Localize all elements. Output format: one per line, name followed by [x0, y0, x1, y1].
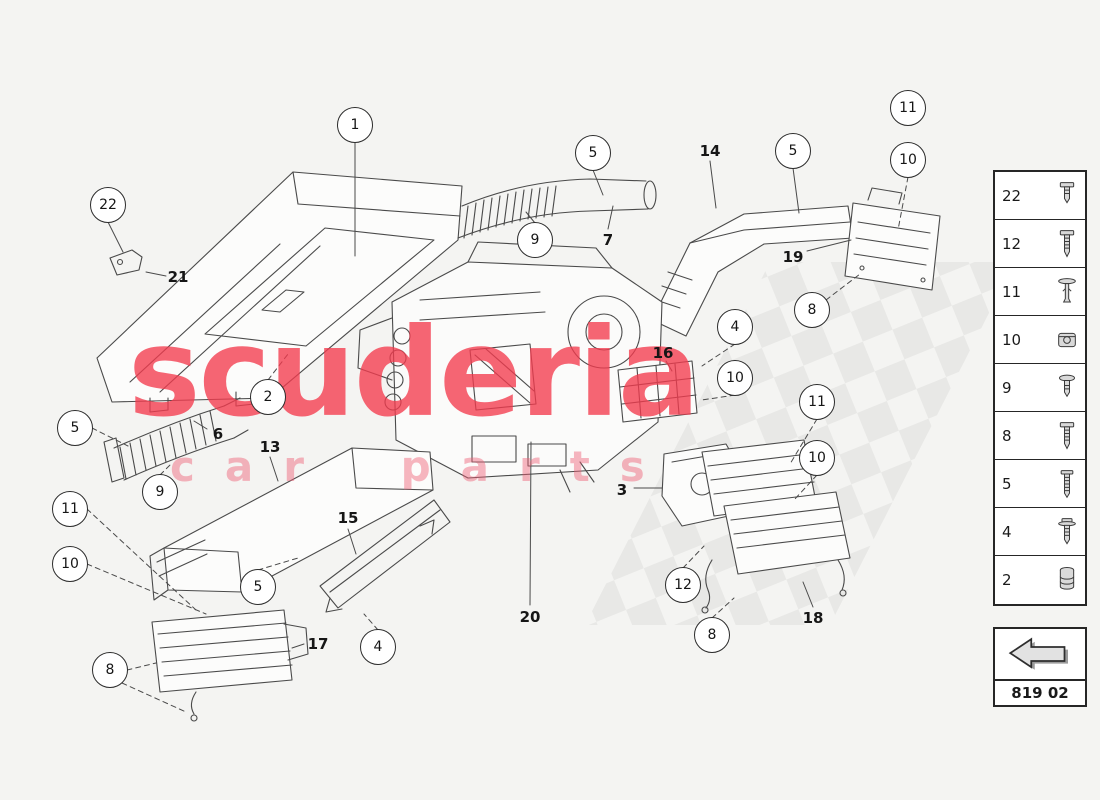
part-duct-14: [651, 205, 854, 337]
callout-7[interactable]: 7: [602, 231, 614, 249]
callout-16[interactable]: 16: [652, 344, 674, 362]
callout-19[interactable]: 19: [782, 248, 804, 266]
callout-6[interactable]: 6: [212, 425, 224, 443]
legend-row-12[interactable]: 12: [995, 220, 1085, 268]
part-vent-assembly-19: [844, 187, 941, 291]
fasteners-legend: 22 12 11 10 9: [993, 170, 1087, 606]
part-bracket-21: [109, 249, 143, 276]
callout-14[interactable]: 14: [699, 142, 721, 160]
legend-row-9[interactable]: 9: [995, 364, 1085, 412]
screw-icon: [1056, 229, 1078, 259]
callout-2[interactable]: 2: [250, 379, 286, 415]
callout-5[interactable]: 5: [240, 569, 276, 605]
part-hose-duct-9-7: [457, 178, 657, 239]
legend-number: 9: [1002, 378, 1012, 397]
legend-number: 12: [1002, 234, 1022, 253]
grommet-icon: [1056, 565, 1078, 595]
callout-10[interactable]: 10: [717, 360, 753, 396]
legend-number: 5: [1002, 474, 1012, 493]
part-dash-panel-1: [96, 171, 463, 413]
callout-10[interactable]: 10: [890, 142, 926, 178]
legend-number: 2: [1002, 571, 1012, 589]
callout-21[interactable]: 21: [167, 268, 189, 286]
part-vent-17: [151, 609, 309, 722]
callout-9[interactable]: 9: [517, 222, 553, 258]
callout-5[interactable]: 5: [575, 135, 611, 171]
part-hose-6: [103, 397, 249, 483]
legend-number: 10: [1002, 330, 1022, 349]
callout-12[interactable]: 12: [665, 567, 701, 603]
push-rivet-icon: [1056, 277, 1078, 307]
back-arrow-icon: [995, 629, 1085, 679]
legend-row-5[interactable]: 5: [995, 460, 1085, 508]
callout-1[interactable]: 1: [337, 107, 373, 143]
leader-lines-dashed: [86, 176, 909, 713]
legend-number: 4: [1002, 522, 1012, 541]
callout-10[interactable]: 10: [799, 440, 835, 476]
screw-washer-icon: [1056, 517, 1078, 547]
legend-row-11[interactable]: 11: [995, 268, 1085, 316]
callout-11[interactable]: 11: [52, 491, 88, 527]
clip-nut-icon: [1056, 325, 1078, 355]
callout-5[interactable]: 5: [57, 410, 93, 446]
callout-15[interactable]: 15: [337, 509, 359, 527]
diagram-code: 819 02: [995, 679, 1085, 705]
callout-20[interactable]: 20: [519, 608, 541, 626]
callout-11[interactable]: 11: [890, 90, 926, 126]
screw-icon: [1056, 469, 1078, 499]
callout-3[interactable]: 3: [616, 481, 628, 499]
callout-18[interactable]: 18: [802, 609, 824, 627]
part-duct-13: [149, 447, 434, 601]
callout-11[interactable]: 11: [799, 384, 835, 420]
legend-number: 11: [1002, 282, 1022, 301]
legend-row-10[interactable]: 10: [995, 316, 1085, 364]
callout-10[interactable]: 10: [52, 546, 88, 582]
callout-13[interactable]: 13: [259, 438, 281, 456]
legend-row-22[interactable]: 22: [995, 172, 1085, 220]
legend-row-4[interactable]: 4: [995, 508, 1085, 556]
screw-short-icon: [1056, 181, 1078, 211]
callout-17[interactable]: 17: [307, 635, 329, 653]
diagram-nav-box[interactable]: 819 02: [993, 627, 1087, 707]
callout-8[interactable]: 8: [92, 652, 128, 688]
legend-number: 8: [1002, 426, 1012, 445]
callout-8[interactable]: 8: [794, 292, 830, 328]
legend-row-2[interactable]: 2: [995, 556, 1085, 604]
screw-icon: [1056, 421, 1078, 451]
legend-row-8[interactable]: 8: [995, 412, 1085, 460]
legend-number: 22: [1002, 186, 1022, 205]
leader-lines-solid: [107, 141, 852, 649]
callout-4[interactable]: 4: [717, 309, 753, 345]
callout-22[interactable]: 22: [90, 187, 126, 223]
callout-8[interactable]: 8: [694, 617, 730, 653]
callout-9[interactable]: 9: [142, 474, 178, 510]
callout-4[interactable]: 4: [360, 629, 396, 665]
push-rivet-icon: [1056, 373, 1078, 403]
part-vent-18: [701, 439, 851, 614]
part-vent-16: [617, 360, 698, 423]
part-bracket-15: [319, 499, 451, 613]
callout-5[interactable]: 5: [775, 133, 811, 169]
